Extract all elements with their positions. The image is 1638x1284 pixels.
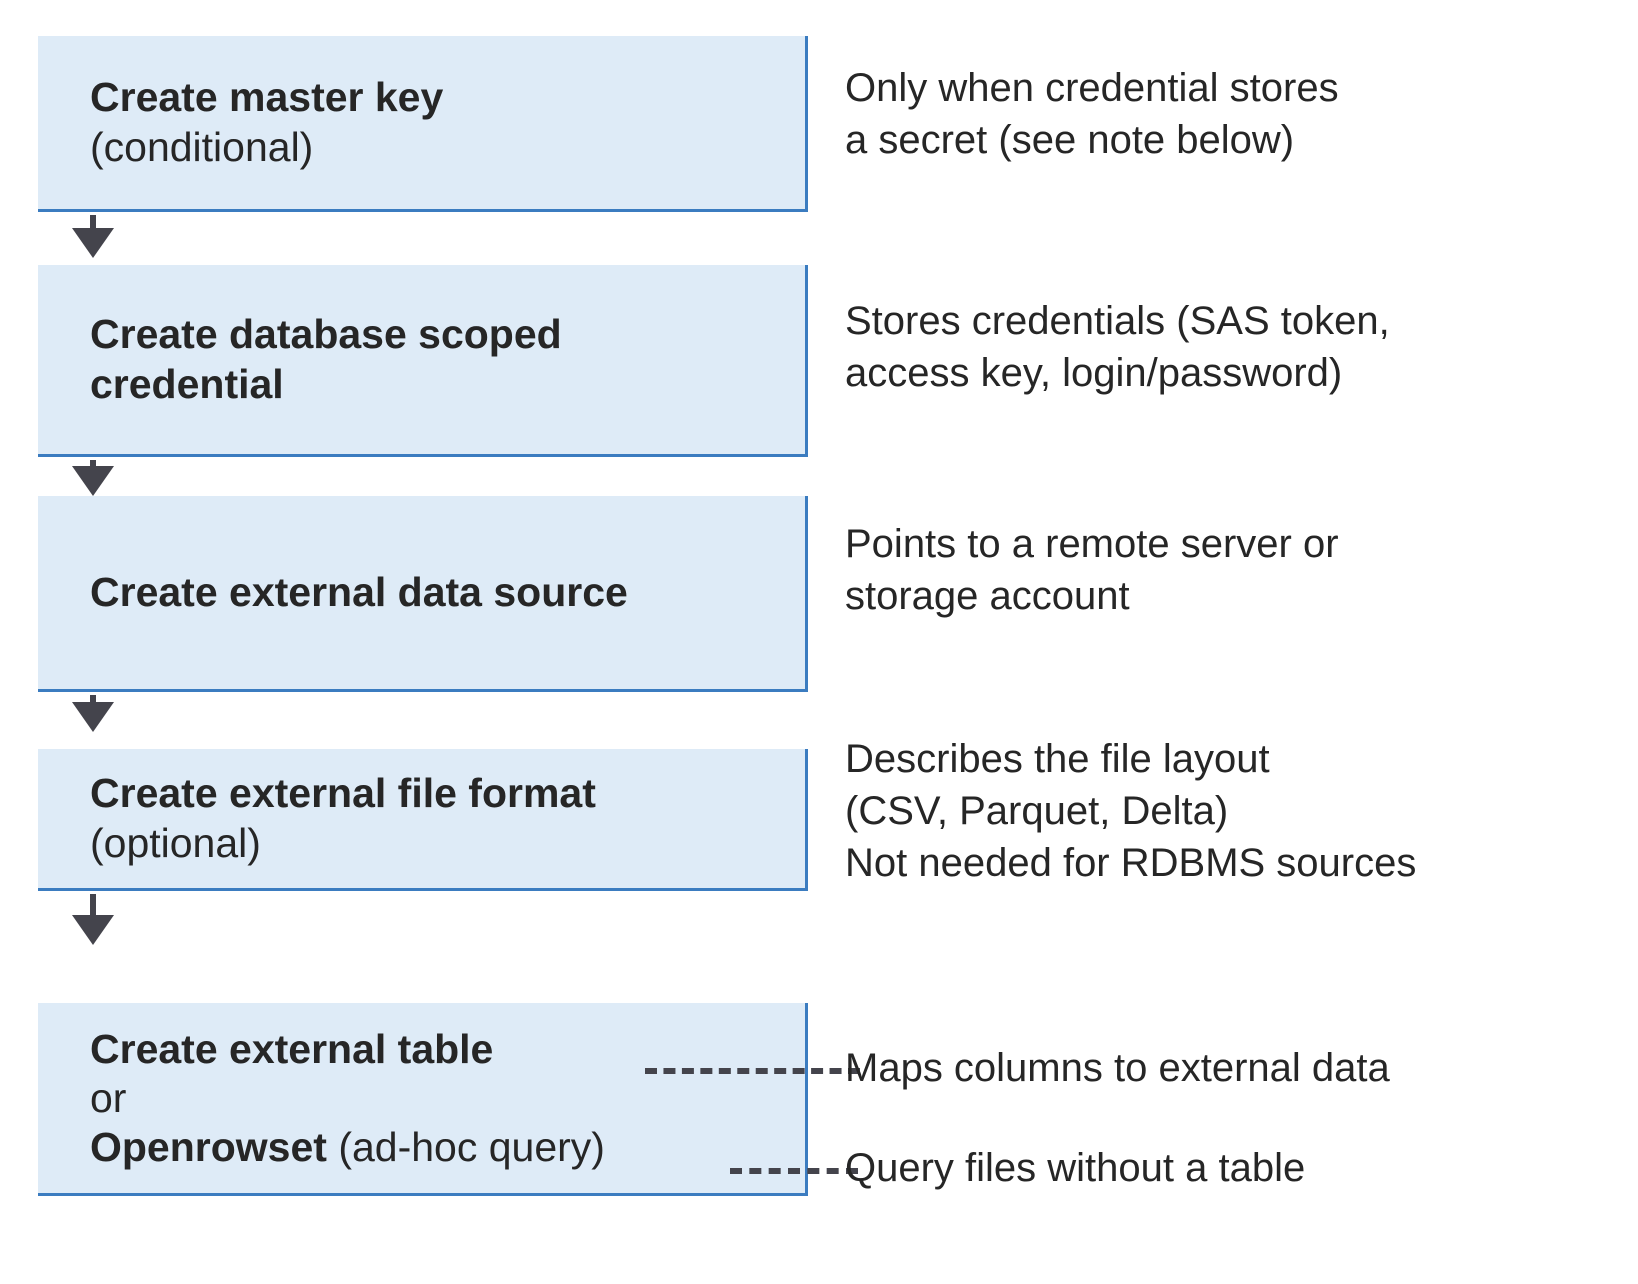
arrow-head-icon-3 — [72, 702, 114, 732]
dashed-connector-external-table — [645, 1068, 860, 1074]
arrow-head-icon-1 — [72, 228, 114, 258]
step-subtitle: (optional) — [90, 819, 261, 866]
note-line: Query files without a table — [845, 1146, 1306, 1190]
step-box-create-external-table-or-openrowset[interactable]: Create external table or Openrowset (ad-… — [38, 1003, 808, 1196]
step-title: Create external data source — [90, 568, 628, 615]
step-title-openrowset: Openrowset (ad-hoc query) — [90, 1123, 791, 1172]
openrowset-qualifier: (ad-hoc query) — [326, 1124, 605, 1171]
step-box-create-external-data-source[interactable]: Create external data source — [38, 496, 808, 692]
step-box-create-master-key[interactable]: Create master key (conditional) — [38, 36, 808, 212]
note-create-external-table: Maps columns to external data — [845, 1042, 1605, 1094]
openrowset-label: Openrowset — [90, 1124, 327, 1171]
note-line: storage account — [845, 574, 1130, 618]
note-openrowset: Query files without a table — [845, 1142, 1605, 1194]
step-alternative-label: or — [90, 1075, 127, 1122]
note-create-master-key: Only when credential stores a secret (se… — [845, 62, 1605, 166]
note-line: (CSV, Parquet, Delta) — [845, 789, 1229, 833]
step-box-create-database-scoped-credential[interactable]: Create database scoped credential — [38, 265, 808, 457]
note-line: Not needed for RDBMS sources — [845, 841, 1417, 885]
step-box-create-external-file-format[interactable]: Create external file format (optional) — [38, 749, 808, 891]
step-title-cont: credential — [90, 360, 284, 407]
arrow-head-icon-4 — [72, 915, 114, 945]
note-line: Maps columns to external data — [845, 1046, 1390, 1090]
note-line: Describes the file layout — [845, 737, 1270, 781]
step-title: Create external file format — [90, 770, 596, 817]
arrow-head-icon-2 — [72, 466, 114, 496]
note-create-database-scoped-credential: Stores credentials (SAS token, access ke… — [845, 295, 1605, 399]
step-title: Create database scoped — [90, 311, 562, 358]
note-line: access key, login/password) — [845, 351, 1343, 395]
note-line: Only when credential stores — [845, 66, 1339, 110]
step-title: Create master key — [90, 74, 444, 121]
note-create-external-file-format: Describes the file layout (CSV, Parquet,… — [845, 733, 1605, 889]
note-create-external-data-source: Points to a remote server or storage acc… — [845, 518, 1605, 622]
note-line: a secret (see note below) — [845, 118, 1295, 162]
step-subtitle: (conditional) — [90, 123, 314, 170]
dashed-connector-openrowset — [730, 1168, 858, 1174]
step-title: Create external table — [90, 1026, 494, 1072]
note-line: Points to a remote server or — [845, 522, 1339, 566]
note-line: Stores credentials (SAS token, — [845, 299, 1390, 343]
